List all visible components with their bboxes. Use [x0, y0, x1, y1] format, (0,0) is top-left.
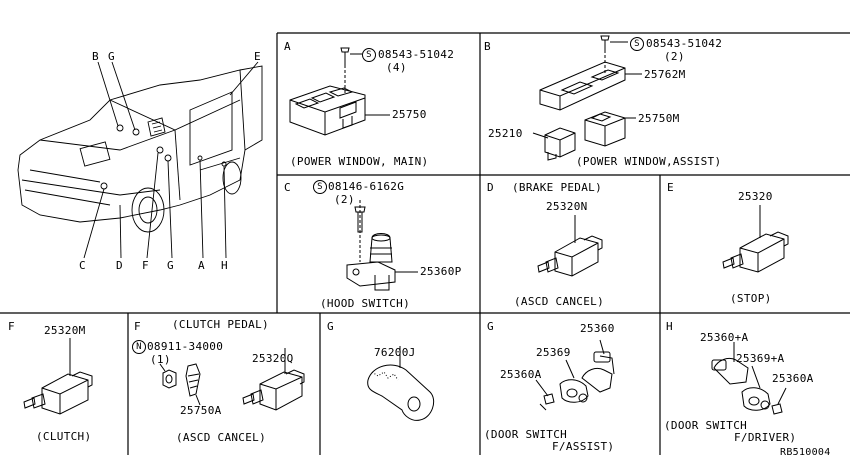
callout-h: H — [221, 259, 228, 272]
panel-g1-letter: G — [327, 320, 334, 333]
panel-h-part-b: 25369+A — [736, 352, 785, 365]
door-switch-assist — [535, 339, 615, 411]
panel-h-caption-line1: (DOOR SWITCH — [664, 419, 748, 432]
panel-f1-caption: (CLUTCH) — [36, 430, 92, 443]
panel-f2-switch-part-number: 25320Q — [252, 352, 294, 365]
power-window-assist-assembly — [532, 35, 642, 161]
brake-ascd-switch — [537, 215, 603, 277]
panel-b-fastener-code: 08543-51042 — [646, 37, 723, 50]
panel-f2-fastener-symbol: N — [132, 340, 146, 354]
panel-c-fastener-qty: (2) — [334, 193, 355, 206]
panel-e-part-number: 25320 — [738, 190, 773, 203]
panel-f1-letter: F — [8, 320, 15, 333]
panel-a-fastener-qty: (4) — [386, 61, 407, 74]
panel-c-fastener-code: 08146-6162G — [328, 180, 405, 193]
callout-f: F — [142, 259, 149, 272]
panel-e-caption: (STOP) — [730, 292, 772, 305]
panel-a-part-number: 25750 — [392, 108, 427, 121]
panel-a-fastener-symbol: S — [362, 48, 376, 62]
callout-g-bottom: G — [167, 259, 174, 272]
callout-e: E — [254, 50, 261, 63]
panel-d-part-number: 25320N — [546, 200, 588, 213]
panel-g2-caption-line1: (DOOR SWITCH — [484, 428, 568, 441]
panel-g2-part-b: 25369 — [536, 346, 571, 359]
panel-c-caption: (HOOD SWITCH) — [320, 297, 410, 310]
panel-d-heading: (BRAKE PEDAL) — [512, 181, 602, 194]
panel-a-fastener-code: 08543-51042 — [378, 48, 455, 61]
truck-illustration — [17, 61, 263, 259]
panel-g1-part-number: 76200J — [374, 346, 416, 359]
panel-g2-part-c: 25360A — [500, 368, 542, 381]
panel-d-caption: (ASCD CANCEL) — [514, 295, 604, 308]
panel-b-fastener-symbol: S — [630, 37, 644, 51]
diagram-reference-code: RB510004 — [780, 447, 831, 458]
panel-f2-fastener-qty: (1) — [150, 353, 171, 366]
panel-h-caption-line2: F/DRIVER) — [734, 431, 797, 444]
panel-a-caption: (POWER WINDOW, MAIN) — [290, 155, 429, 168]
panel-f2-letter: F — [134, 320, 141, 333]
panel-h-letter: H — [666, 320, 673, 333]
clutch-ascd-assembly — [159, 348, 305, 411]
panel-b-letter: B — [484, 40, 491, 53]
panel-e-letter: E — [667, 181, 674, 194]
door-switch-driver — [711, 342, 787, 415]
clutch-switch — [23, 338, 93, 415]
panel-c-letter: C — [284, 181, 291, 194]
callout-g-top: G — [108, 50, 115, 63]
callout-c: C — [79, 259, 86, 272]
panel-g2-caption-line2: F/ASSIST) — [552, 440, 615, 453]
panel-f2-fastener-code: 08911-34000 — [147, 340, 224, 353]
callout-b: B — [92, 50, 99, 63]
panel-b-left-part-number: 25210 — [488, 127, 523, 140]
panel-b-fastener-qty: (2) — [664, 50, 685, 63]
panel-b-switch-part-number: 25750M — [638, 112, 680, 125]
panel-d-letter: D — [487, 181, 494, 194]
panel-a-letter: A — [284, 40, 291, 53]
panel-grid — [0, 32, 850, 455]
panel-b-cover-part-number: 25762M — [644, 68, 686, 81]
panel-c-part-number: 25360P — [420, 265, 462, 278]
hood-switch — [346, 200, 418, 291]
callout-d: D — [116, 259, 123, 272]
panel-f2-bolt-part-number: 25750A — [180, 404, 222, 417]
panel-f1-part-number: 25320M — [44, 324, 86, 337]
panel-h-part-c: 25360A — [772, 372, 814, 385]
panel-b-caption: (POWER WINDOW,ASSIST) — [576, 155, 722, 168]
panel-g2-letter: G — [487, 320, 494, 333]
clip-part — [367, 346, 435, 421]
panel-h-part-a: 25360+A — [700, 331, 749, 344]
panel-f2-heading: (CLUTCH PEDAL) — [172, 318, 269, 331]
panel-f2-caption: (ASCD CANCEL) — [176, 431, 266, 444]
panel-c-fastener-symbol: S — [313, 180, 327, 194]
stop-lamp-switch — [722, 205, 789, 273]
panel-g2-part-a: 25360 — [580, 322, 615, 335]
power-window-main-switch — [289, 47, 390, 136]
callout-a: A — [198, 259, 205, 272]
